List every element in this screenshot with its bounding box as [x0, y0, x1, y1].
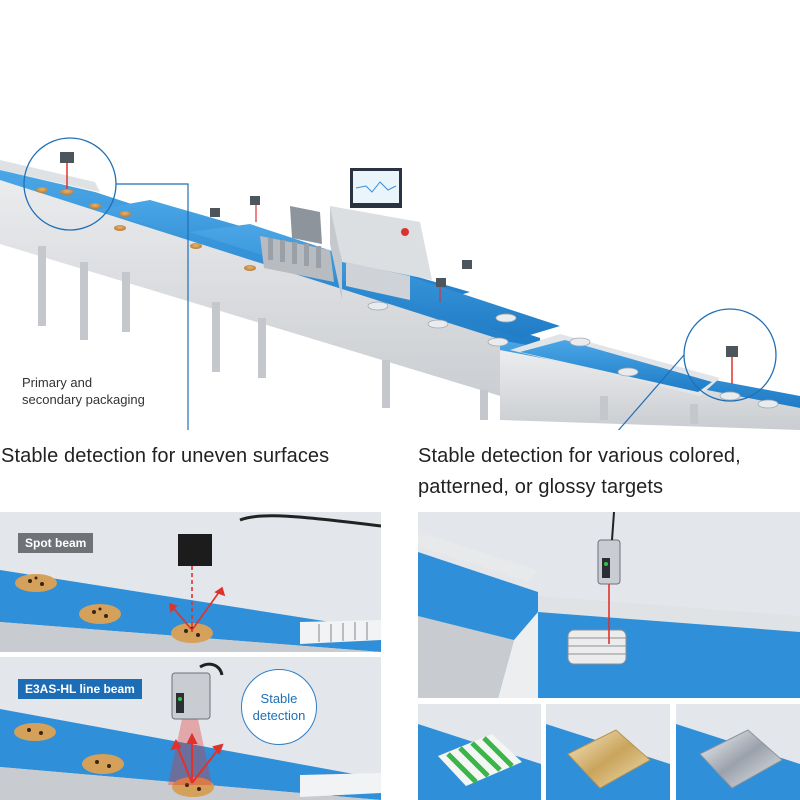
sensor-icons: [210, 196, 472, 287]
spot-laser: [169, 566, 226, 632]
stable-detection-badge: Stable detection: [241, 669, 317, 745]
primary-secondary-packaging-label: Primary and secondary packaging: [22, 375, 145, 407]
caption-various-targets: Stable detection for various colored, pa…: [418, 445, 741, 498]
cookies-on-belt: [36, 187, 256, 271]
striped-package-thumbnail: [418, 704, 541, 800]
conveyor-body-left: [0, 170, 540, 408]
package-detection-panel: [418, 512, 800, 698]
line-beam-panel: [0, 657, 381, 800]
sensor-icon: [60, 152, 74, 163]
packaging-machine: [260, 168, 432, 300]
package-stack: [567, 629, 627, 665]
gold-package-thumbnail: [546, 704, 670, 800]
line-beam-tag: E3AS-HL line beam: [18, 679, 142, 699]
cookies: [15, 574, 213, 643]
conveyor-body-right: [500, 350, 800, 430]
callout-line-right: [617, 354, 685, 430]
conveyor-legs: [38, 246, 698, 424]
sensor-icon: [726, 346, 738, 357]
spot-beam-tag: Spot beam: [18, 533, 94, 553]
packaging-line-illustration: [0, 137, 800, 430]
spot-sensor: [178, 534, 212, 566]
callout-line-left: [116, 183, 189, 430]
caption-uneven-surfaces: Stable detection for uneven surfaces: [1, 445, 330, 467]
cookies: [14, 723, 214, 797]
line-laser-fan: [168, 719, 212, 785]
packages-on-belt: [367, 301, 779, 409]
silver-package-thumbnail: [676, 704, 800, 800]
